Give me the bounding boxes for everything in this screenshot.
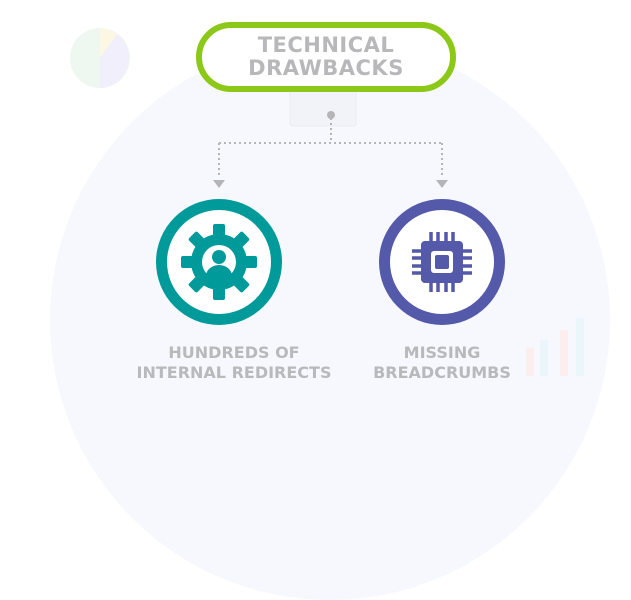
label-line-2: BREADCRUMBS <box>373 363 511 382</box>
gear-user-icon <box>181 224 257 300</box>
cpu-chip-icon <box>412 232 472 292</box>
title-line-1: TECHNICAL <box>257 33 395 57</box>
label-internal-redirects: HUNDREDS OF INTERNAL REDIRECTS <box>104 343 364 383</box>
label-line-1: HUNDREDS OF <box>168 343 300 362</box>
faded-pie-chart-icon <box>55 20 143 96</box>
title-line-2: DRAWBACKS <box>248 56 404 80</box>
redirects-circle <box>156 199 282 325</box>
label-line-1: MISSING <box>403 343 481 362</box>
label-missing-breadcrumbs: MISSING BREADCRUMBS <box>312 343 572 383</box>
breadcrumbs-circle <box>379 199 505 325</box>
label-line-2: INTERNAL REDIRECTS <box>136 363 332 382</box>
title-pill: TECHNICAL DRAWBACKS <box>196 22 456 92</box>
arrow-right-icon <box>436 180 448 188</box>
connector-lines <box>213 87 448 188</box>
arrow-left-icon <box>213 180 225 188</box>
faded-bar-chart-icon <box>526 318 584 376</box>
